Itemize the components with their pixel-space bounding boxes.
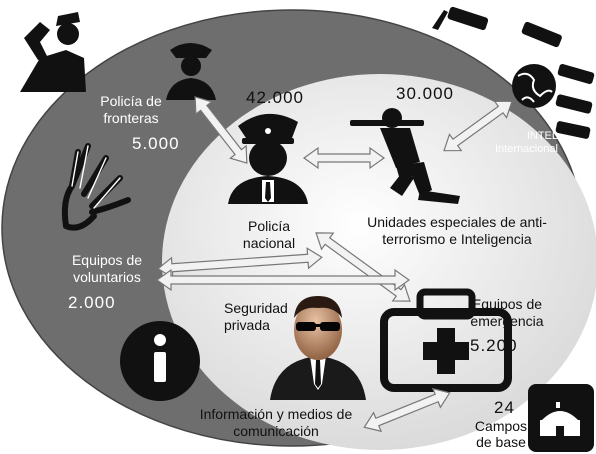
unidades-count: 30.000 (396, 84, 454, 103)
intel-label: INTEL Internacional (495, 130, 558, 155)
police-badge (265, 128, 271, 134)
campos-count: 24 (494, 398, 515, 417)
arrow-info-campos (363, 387, 451, 433)
policia-fronteras-count: 5.000 (132, 134, 180, 153)
voluntarios-count: 2.000 (68, 293, 116, 312)
connector-arrows (155, 96, 513, 433)
hand-icon-outline (71, 145, 121, 209)
informacion-label: Información y medios de comunicación (199, 406, 353, 439)
info-icon (120, 321, 200, 401)
arrow-voluntarios-emergencia (155, 268, 411, 292)
soldier-icon (20, 12, 86, 92)
emergencia-count: 5.200 (470, 336, 518, 355)
policia-fronteras-label: Policía de fronteras (100, 93, 162, 126)
police-tie (265, 182, 271, 202)
sniper-icon (350, 108, 460, 204)
arrow-unidades-intel (443, 100, 513, 152)
border-police-icon (166, 43, 216, 100)
policia-nacional-label: Policía nacional (242, 218, 296, 251)
medical-kit-icon (380, 288, 512, 392)
arrow-nacional-unidades (302, 146, 386, 170)
police-officer-icon (228, 113, 308, 204)
arrow-voluntarios-nacional (157, 247, 323, 279)
security-guard-icon (270, 296, 366, 400)
unidades-label: Unidades especiales de anti-terrorismo e… (367, 214, 547, 247)
emergencia-label: Equipos de emergencia (470, 296, 544, 329)
base-camp-icon (528, 384, 594, 452)
voluntarios-label: Equipos de voluntarios (71, 252, 143, 285)
campos-label: Campos de base (474, 418, 528, 450)
globe-icon (512, 64, 556, 108)
ejercito-label: Ejército (90, 10, 134, 25)
cctv-cameras-icon (432, 6, 595, 139)
seguridad-label: Seguridad privada (224, 300, 288, 333)
policia-nacional-count: 42.000 (246, 88, 304, 107)
arrow-fronteras-nacional (194, 96, 248, 164)
